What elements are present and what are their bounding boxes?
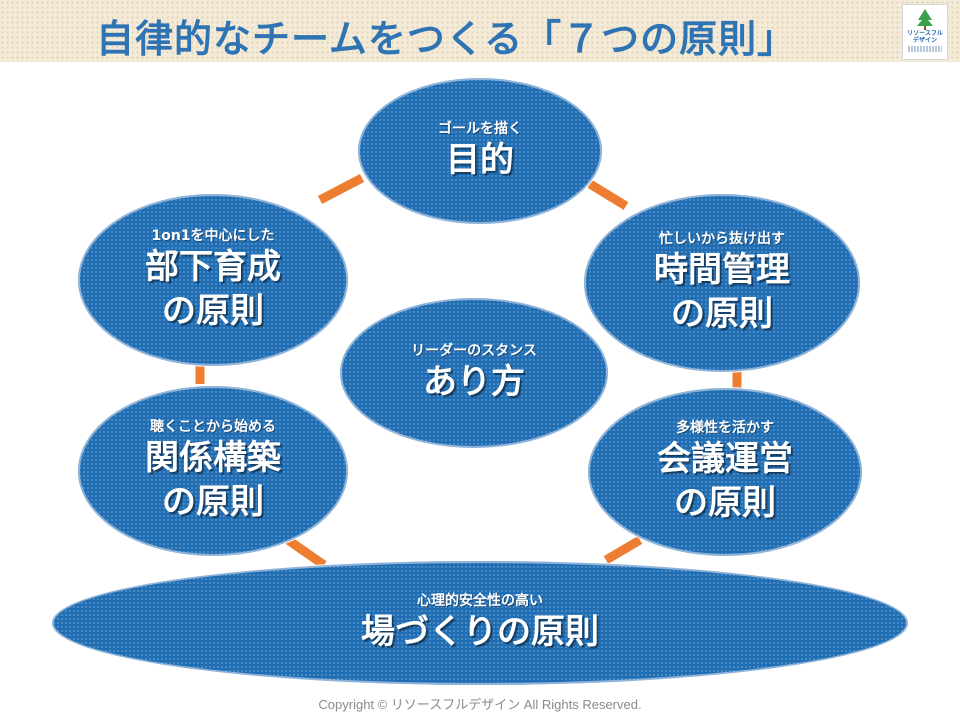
node-time-management: 忙しいから抜け出す 時間管理 の原則 xyxy=(584,194,860,372)
node-relationship: 聴くことから始める 関係構築 の原則 xyxy=(78,386,348,556)
node-time-management-subtitle: 忙しいから抜け出す xyxy=(659,231,785,247)
node-meeting-subtitle: 多様性を活かす xyxy=(676,420,774,436)
node-time-management-title: 時間管理 xyxy=(654,250,790,290)
node-relationship-subtitle: 聴くことから始める xyxy=(150,419,276,435)
node-purpose: ゴールを描く 目的 xyxy=(358,78,602,224)
node-purpose-subtitle: ゴールを描く xyxy=(438,121,522,137)
logo-text-line1: リソースフル xyxy=(907,30,943,37)
connector-purpose-time xyxy=(587,180,629,210)
copyright-footer: Copyright © リソースフルデザイン All Rights Reserv… xyxy=(318,697,642,712)
company-logo: リソースフル デザイン xyxy=(902,4,948,60)
page-title: 自律的なチームをつくる「７つの原則」 xyxy=(96,17,797,61)
node-relationship-suffix: の原則 xyxy=(162,482,264,522)
node-relationship-title: 関係構築 xyxy=(145,438,281,478)
connector-relationship-safety xyxy=(285,536,327,569)
connector-meeting-safety xyxy=(603,536,643,564)
node-development-title: 部下育成 xyxy=(145,247,281,287)
logo-tagline xyxy=(908,46,942,52)
node-psychological-safety-subtitle: 心理的安全性の高い xyxy=(417,593,543,609)
node-development-subtitle: 1on1を中心にした xyxy=(151,228,275,244)
node-development-suffix: の原則 xyxy=(162,291,264,331)
node-meeting-title: 会議運営 xyxy=(657,439,793,479)
node-psychological-safety-title: 場づくりの原則 xyxy=(361,612,599,652)
node-purpose-title: 目的 xyxy=(446,140,514,180)
header-band: 自律的なチームをつくる「７つの原則」 リソースフル デザイン xyxy=(0,0,960,62)
node-meeting-suffix: の原則 xyxy=(674,483,776,523)
node-meeting: 多様性を活かす 会議運営 の原則 xyxy=(588,388,862,556)
connector-development-purpose xyxy=(317,174,365,204)
node-time-management-suffix: の原則 xyxy=(671,294,773,334)
node-stance-subtitle: リーダーのスタンス xyxy=(411,343,537,359)
logo-text-line2: デザイン xyxy=(912,37,937,44)
node-stance-title: あり方 xyxy=(423,362,525,402)
node-psychological-safety: 心理的安全性の高い 場づくりの原則 xyxy=(52,561,908,685)
node-stance: リーダーのスタンス あり方 xyxy=(340,298,608,448)
node-development: 1on1を中心にした 部下育成 の原則 xyxy=(78,194,348,366)
tree-icon xyxy=(917,9,933,30)
